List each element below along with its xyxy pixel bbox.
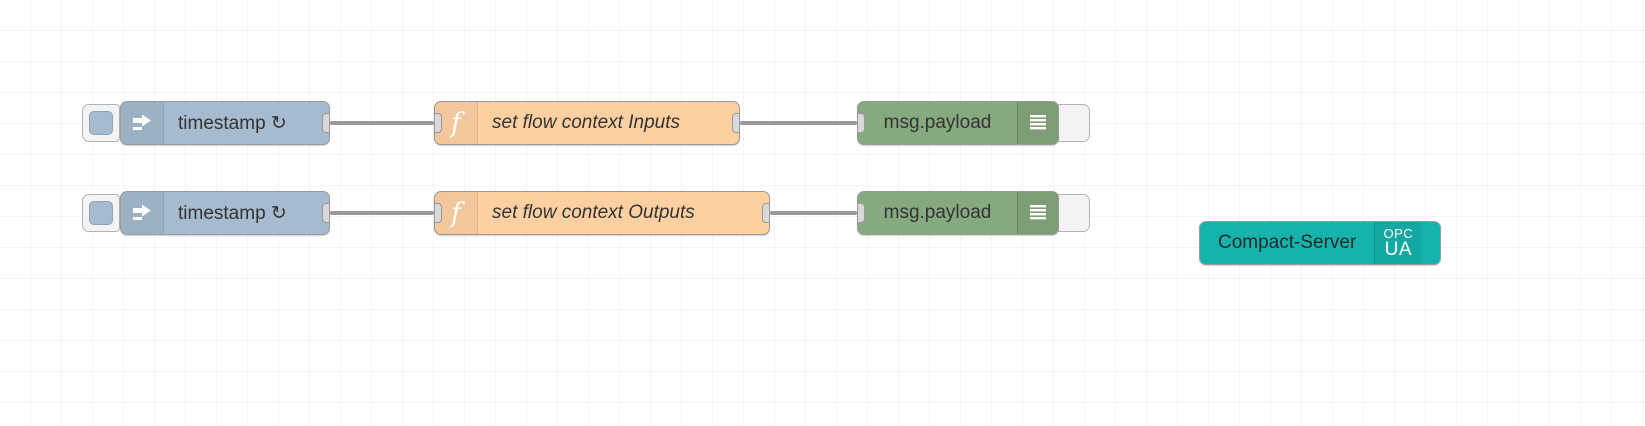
inject-node-1-trigger-button[interactable] [82,104,120,142]
function-node-2-body[interactable]: f set flow context Outputs [434,191,770,235]
inject-node-2-trigger-inner [89,201,113,225]
function-node-1-body[interactable]: f set flow context Inputs [434,101,740,145]
inject-node-2-body[interactable]: timestamp ↻ [120,191,330,235]
function-f-icon: f [435,102,478,144]
debug-node-2-input-port[interactable] [858,203,865,223]
debug-node-2-label: msg.payload [883,202,992,223]
function-node-2[interactable]: f set flow context Outputs [434,191,770,235]
inject-node-2-output-port[interactable] [322,203,329,223]
inject-arrow-icon [121,102,164,144]
function-node-1-input-port[interactable] [435,113,442,133]
inject-node-1[interactable]: timestamp ↻ [82,101,330,145]
function-node-1[interactable]: f set flow context Inputs [434,101,740,145]
inject-node-1-body[interactable]: timestamp ↻ [120,101,330,145]
debug-node-2-body[interactable]: msg.payload [857,191,1059,235]
svg-text:f: f [449,198,465,228]
inject-node-2[interactable]: timestamp ↻ [82,191,330,235]
debug-node-1-label: msg.payload [883,112,992,133]
inject-node-2-label: timestamp ↻ [178,202,287,224]
opc-ua-icon-line2: UA [1384,239,1413,260]
debug-node-1-body[interactable]: msg.payload [857,101,1059,145]
function-node-1-label: set flow context Inputs [492,112,680,133]
opc-ua-icon-line1: OPC [1383,226,1414,241]
wire-inject1-to-function1[interactable] [330,121,434,125]
debug-lines-icon [1017,192,1058,234]
inject-arrow-icon [121,192,164,234]
opc-ua-icon: OPC UA [1374,222,1422,264]
wire-function1-to-debug1[interactable] [740,121,857,125]
debug-lines-icon [1017,102,1058,144]
wire-function2-to-debug2[interactable] [770,211,857,215]
debug-node-1[interactable]: msg.payload [857,101,1090,145]
inject-node-2-trigger-button[interactable] [82,194,120,232]
function-node-2-label: set flow context Outputs [492,202,695,223]
debug-node-1-input-port[interactable] [858,113,865,133]
opcua-server-node-body[interactable]: Compact-Server OPC UA [1199,221,1441,265]
function-node-2-output-port[interactable] [762,203,769,223]
opcua-server-node[interactable]: Compact-Server OPC UA [1199,221,1441,265]
inject-node-1-output-port[interactable] [322,113,329,133]
function-node-1-output-port[interactable] [732,113,739,133]
function-f-icon: f [435,192,478,234]
function-node-2-input-port[interactable] [435,203,442,223]
inject-node-1-trigger-inner [89,111,113,135]
inject-node-1-label: timestamp ↻ [178,112,287,134]
debug-node-1-enable-toggle[interactable] [1056,104,1090,142]
opcua-server-node-label: Compact-Server [1218,232,1357,253]
debug-node-2-enable-toggle[interactable] [1056,194,1090,232]
svg-text:f: f [449,108,465,138]
wire-inject2-to-function2[interactable] [330,211,434,215]
debug-node-2[interactable]: msg.payload [857,191,1090,235]
